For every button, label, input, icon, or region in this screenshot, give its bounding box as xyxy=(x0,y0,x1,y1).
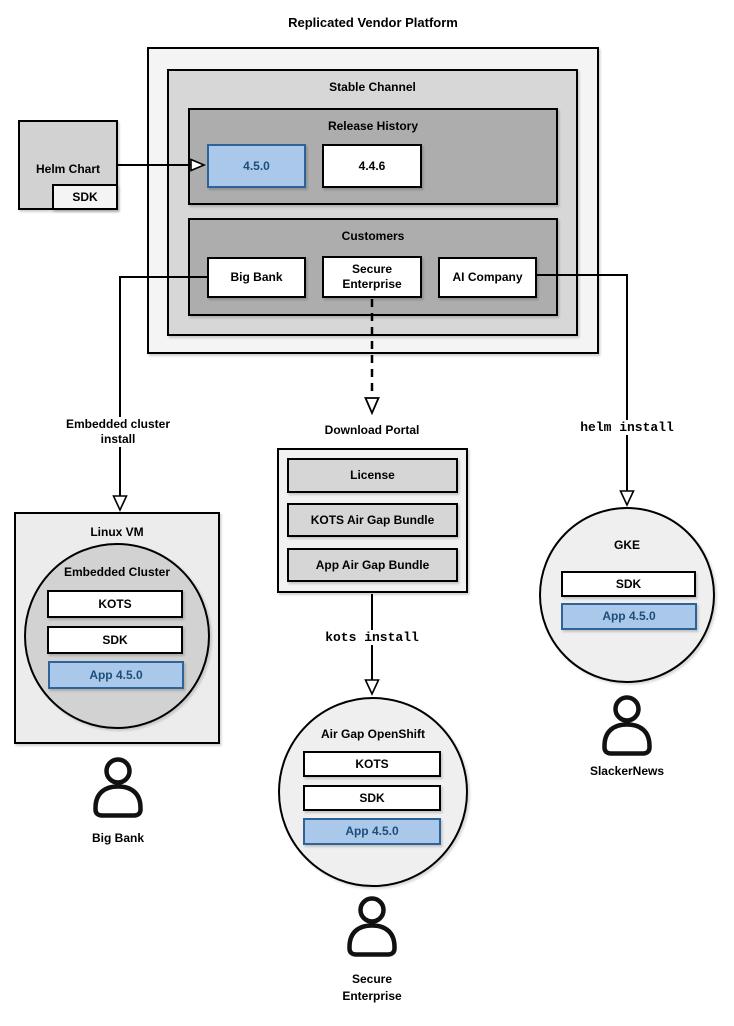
stable-channel-title: Stable Channel xyxy=(329,80,416,94)
linux-vm-title: Linux VM xyxy=(90,525,144,539)
linux-vm-kots-box: KOTS xyxy=(47,590,183,618)
user-label-big-bank: Big Bank xyxy=(91,831,144,845)
customers-title: Customers xyxy=(341,229,405,243)
airgap-openshift-title: Air Gap OpenShift xyxy=(320,727,425,741)
release-history-title: Release History xyxy=(327,119,419,133)
helm-install-label: helm install xyxy=(557,420,697,435)
arrowhead-portal-to-airgap xyxy=(364,679,380,696)
customer-big-bank: Big Bank xyxy=(207,257,306,298)
arrowhead-secure-to-portal xyxy=(364,397,380,416)
download-portal-title: Download Portal xyxy=(324,423,420,437)
embedded-cluster-title: Embedded Cluster xyxy=(63,565,171,579)
gke-sdk-box: SDK xyxy=(561,571,696,597)
kots-install-label: kots install xyxy=(302,630,442,645)
user-icon xyxy=(93,757,143,818)
gke-app-box: App 4.5.0 xyxy=(561,603,697,630)
portal-item-kots-airgap-bundle: KOTS Air Gap Bundle xyxy=(287,503,458,537)
diagram-title: Replicated Vendor Platform xyxy=(288,15,458,30)
user-label-secure-enterprise: Secure Enterprise xyxy=(342,972,402,1003)
user-icon xyxy=(347,896,397,957)
release-4-5-0: 4.5.0 xyxy=(207,144,306,188)
customer-secure-enterprise: Secure Enterprise xyxy=(322,256,422,298)
airgap-kots-box: KOTS xyxy=(303,751,441,777)
helm-chart-sdk-box: SDK xyxy=(52,184,118,210)
arrowhead-aicompany-to-gke xyxy=(619,490,635,507)
arrowhead-bigbank-to-linuxvm xyxy=(112,495,128,512)
embedded-cluster-install-label: Embedded cluster install xyxy=(48,417,188,447)
user-icon xyxy=(602,695,652,756)
helm-chart-label: Helm Chart xyxy=(35,162,100,176)
release-4-4-6: 4.4.6 xyxy=(322,144,422,188)
user-label-slackernews: SlackerNews xyxy=(589,764,665,778)
airgap-sdk-box: SDK xyxy=(303,785,441,811)
airgap-app-box: App 4.5.0 xyxy=(303,818,441,845)
linux-vm-sdk-box: SDK xyxy=(47,626,183,654)
customer-ai-company: AI Company xyxy=(438,257,537,298)
portal-item-license: License xyxy=(287,458,458,493)
gke-title: GKE xyxy=(613,538,640,552)
portal-item-app-airgap-bundle: App Air Gap Bundle xyxy=(287,548,458,582)
linux-vm-app-box: App 4.5.0 xyxy=(48,661,184,689)
